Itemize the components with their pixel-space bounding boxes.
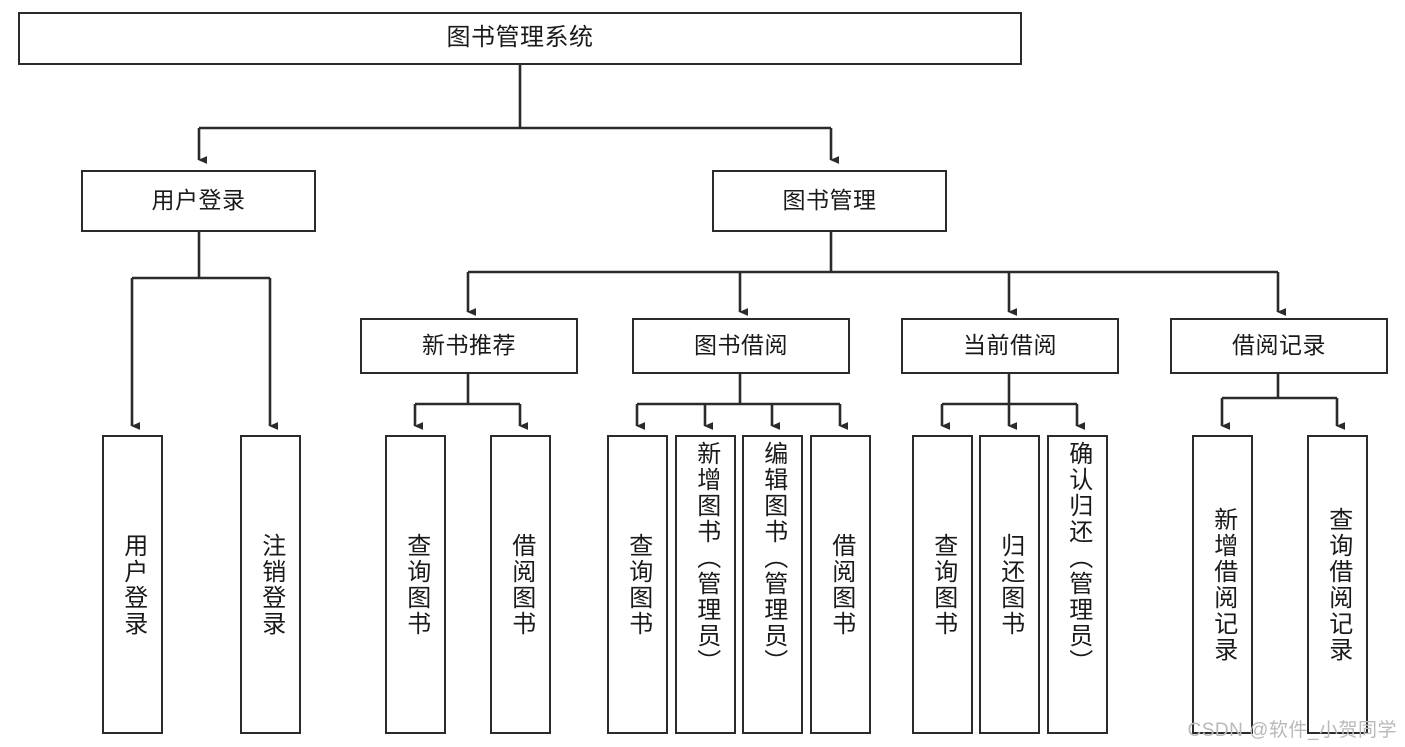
node-book-manage-label: 图书管理: [782, 187, 877, 214]
leaf-new-book-query-label: 查询图书: [402, 532, 430, 637]
leaf-book-borrow-borrow-label: 借阅图书: [827, 532, 855, 637]
leaf-new-book-borrow-label: 借阅图书: [507, 532, 535, 637]
node-borrow-record[interactable]: 借阅记录: [1170, 318, 1388, 374]
leaf-user-login-logout[interactable]: 注销登录: [240, 435, 301, 734]
node-book-borrow-label: 图书借阅: [694, 332, 788, 359]
leaf-user-login-logout-label: 注销登录: [257, 532, 285, 637]
leaf-current-borrow-confirm[interactable]: 确认归还（管理员）: [1047, 435, 1108, 734]
leaf-book-borrow-query[interactable]: 查询图书: [607, 435, 668, 734]
leaf-current-borrow-query[interactable]: 查询图书: [912, 435, 973, 734]
leaf-book-borrow-borrow[interactable]: 借阅图书: [810, 435, 871, 734]
leaf-borrow-record-query[interactable]: 查询借阅记录: [1307, 435, 1368, 734]
node-current-borrow-label: 当前借阅: [963, 332, 1057, 359]
node-book-manage[interactable]: 图书管理: [712, 170, 947, 232]
leaf-book-borrow-edit[interactable]: 编辑图书（管理员）: [742, 435, 803, 734]
node-root-label: 图书管理系统: [446, 24, 594, 52]
leaf-borrow-record-add-label: 新增借阅记录: [1209, 506, 1237, 663]
leaf-book-borrow-add[interactable]: 新增图书（管理员）: [675, 435, 736, 734]
leaf-book-borrow-query-label: 查询图书: [624, 532, 652, 637]
leaf-new-book-borrow[interactable]: 借阅图书: [490, 435, 551, 734]
node-user-login[interactable]: 用户登录: [81, 170, 316, 232]
node-borrow-record-label: 借阅记录: [1232, 332, 1326, 359]
leaf-user-login-login-label: 用户登录: [119, 532, 147, 637]
node-new-book-recommend[interactable]: 新书推荐: [360, 318, 578, 374]
leaf-borrow-record-add[interactable]: 新增借阅记录: [1192, 435, 1253, 734]
leaf-current-borrow-return-label: 归还图书: [996, 532, 1024, 637]
node-new-book-recommend-label: 新书推荐: [422, 332, 516, 359]
leaf-user-login-login[interactable]: 用户登录: [102, 435, 163, 734]
leaf-book-borrow-edit-label: 编辑图书（管理员）: [759, 441, 787, 675]
node-root[interactable]: 图书管理系统: [18, 12, 1022, 65]
node-book-borrow[interactable]: 图书借阅: [632, 318, 850, 374]
leaf-new-book-query[interactable]: 查询图书: [385, 435, 446, 734]
leaf-current-borrow-confirm-label: 确认归还（管理员）: [1064, 441, 1092, 675]
node-user-login-label: 用户登录: [151, 187, 246, 214]
leaf-current-borrow-query-label: 查询图书: [929, 532, 957, 637]
leaf-borrow-record-query-label: 查询借阅记录: [1324, 506, 1352, 663]
leaf-current-borrow-return[interactable]: 归还图书: [979, 435, 1040, 734]
node-current-borrow[interactable]: 当前借阅: [901, 318, 1119, 374]
leaf-book-borrow-add-label: 新增图书（管理员）: [692, 441, 720, 675]
